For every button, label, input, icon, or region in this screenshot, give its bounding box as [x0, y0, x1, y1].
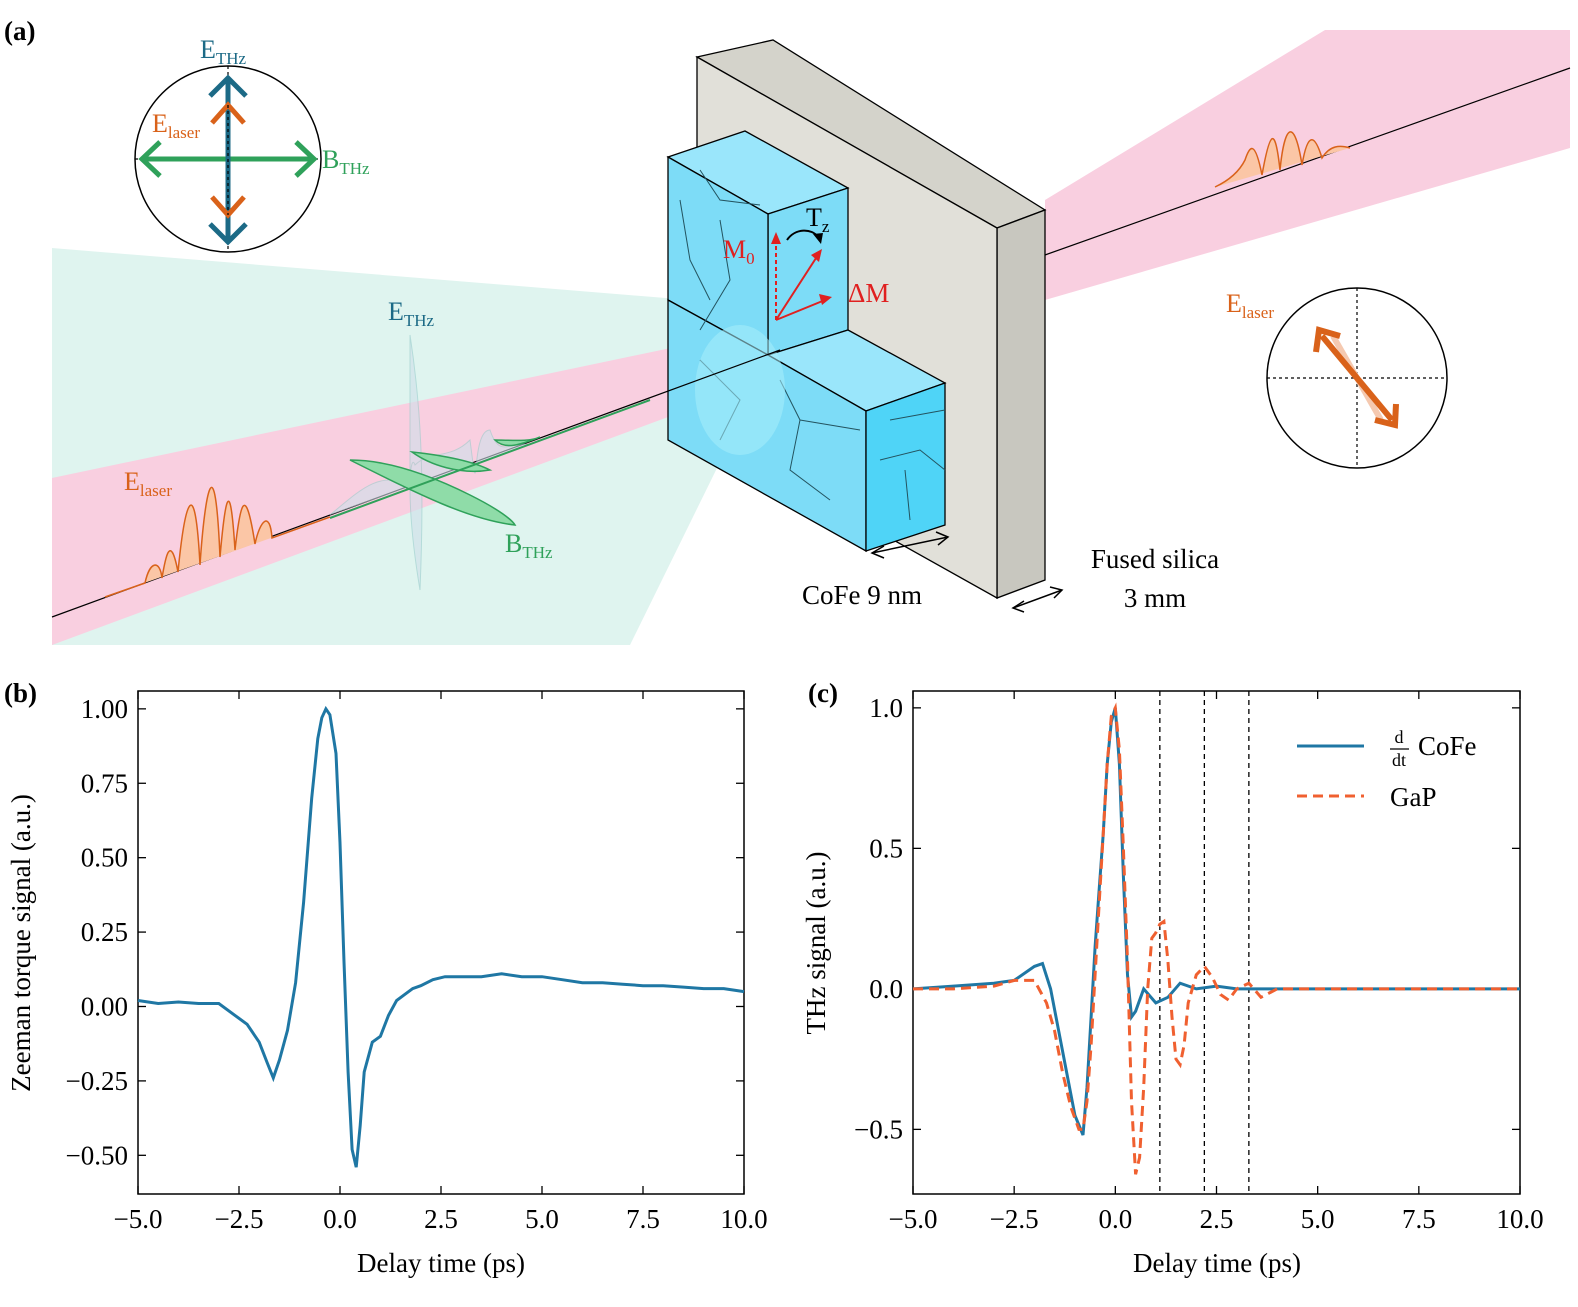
laser-pulse-outgoing [1214, 131, 1351, 188]
legend-cofe-d: d [1395, 727, 1404, 747]
x-tick-label: 2.5 [424, 1204, 458, 1234]
thz-pulse [329, 334, 651, 591]
substrate-label-line1: Fused silica [1091, 544, 1219, 574]
x-tick-label: −5.0 [114, 1204, 163, 1234]
panel-a: (a) [4, 16, 1571, 645]
chart-c-series-cofe [912, 707, 1520, 1136]
x-tick-label: −2.5 [215, 1204, 264, 1234]
y-tick-label: 0.5 [869, 833, 903, 863]
panel-a-label: (a) [4, 16, 35, 46]
x-tick-label: 5.0 [1301, 1204, 1335, 1234]
chart-c-vlines [1159, 691, 1250, 1194]
y-tick-label: −0.5 [854, 1114, 903, 1144]
x-tick-label: 10.0 [720, 1204, 767, 1234]
dm-label: ΔM [848, 278, 889, 308]
chart-c-legend: d dt CoFe GaP [1297, 727, 1477, 812]
polarization-inset-right [1266, 287, 1448, 469]
chart-c-ylabel: THz signal (a.u.) [801, 852, 831, 1035]
inset-right-e-laser-label: Elaser [1226, 289, 1274, 322]
beam-axis-out [1044, 67, 1571, 256]
beam-b-thz-label: BTHz [505, 529, 553, 562]
laser-pulse-incoming [104, 486, 331, 598]
x-tick-label: 10.0 [1496, 1204, 1543, 1234]
beam-e-thz-label: ETHz [388, 297, 435, 330]
x-tick-label: 0.0 [1098, 1204, 1132, 1234]
x-tick-label: −5.0 [889, 1204, 938, 1234]
chart-b-series-line [137, 705, 745, 1168]
y-tick-label: 0.00 [81, 991, 128, 1021]
chart-b-ylabel: Zeeman torque signal (a.u.) [6, 794, 36, 1092]
substrate-label-line2: 3 mm [1124, 583, 1186, 613]
m0-label: M0 [723, 235, 755, 268]
x-tick-label: 0.0 [323, 1204, 357, 1234]
chart-c-series-gap [913, 702, 1520, 1175]
cofe-sample [666, 130, 947, 553]
chart-c-xlabel: Delay time (ps) [1133, 1248, 1301, 1278]
y-tick-label: 1.0 [869, 693, 903, 723]
y-tick-label: 0.25 [81, 917, 128, 947]
chart-c-axes-frame [912, 690, 1521, 1195]
x-tick-label: 2.5 [1200, 1204, 1234, 1234]
y-tick-label: −0.25 [66, 1066, 128, 1096]
inset-left-b-thz-label: BTHz [322, 145, 370, 178]
chart-b-xlabel: Delay time (ps) [357, 1248, 525, 1278]
panel-c-label: (c) [808, 678, 838, 708]
chart-c: (c) −5.0 −2.5 0.0 2.5 5.0 7.5 10.0 −0.5 0.0 0.5 1.… [801, 678, 1544, 1278]
y-tick-label: −0.50 [66, 1140, 128, 1170]
legend-gap-label: GaP [1390, 782, 1437, 812]
y-tick-label: 1.00 [81, 694, 128, 724]
x-tick-label: 7.5 [1402, 1204, 1436, 1234]
y-tick-label: 0.0 [869, 974, 903, 1004]
x-tick-label: 5.0 [525, 1204, 559, 1234]
magnetization-vectors [771, 229, 832, 321]
beam-e-laser-label: Elaser [124, 467, 172, 500]
chart-b-axes-frame [137, 690, 745, 1195]
chart-b-ticks: −5.0 −2.5 0.0 2.5 5.0 7.5 10.0 −0.50 −0.25 0.00 0.… [66, 691, 768, 1234]
legend-cofe-label: CoFe [1418, 731, 1477, 761]
cofe-label: CoFe 9 nm [802, 580, 922, 610]
chart-b: (b) −5.0 −2.5 0.0 2.5 5.0 7.5 10.0 −0.50 −0.25 0.… [4, 678, 768, 1278]
chart-c-ticks: −5.0 −2.5 0.0 2.5 5.0 7.5 10.0 −0.5 0.0 0.5 1.0 [854, 691, 1544, 1234]
y-tick-label: 0.75 [81, 768, 128, 798]
cofe-thickness-arrow [870, 531, 950, 559]
tz-label: Tz [806, 203, 830, 236]
inset-left-e-laser-label: Elaser [152, 109, 200, 142]
laser-beam-outgoing [1045, 30, 1570, 300]
x-tick-label: 7.5 [626, 1204, 660, 1234]
y-tick-label: 0.50 [81, 843, 128, 873]
legend-cofe-dt: dt [1392, 750, 1406, 770]
inset-left-e-thz-label: ETHz [200, 35, 247, 68]
substrate-thickness-arrow [1011, 586, 1064, 613]
x-tick-label: −2.5 [990, 1204, 1039, 1234]
polarization-inset-left [134, 65, 322, 253]
panel-b-label: (b) [4, 678, 37, 708]
